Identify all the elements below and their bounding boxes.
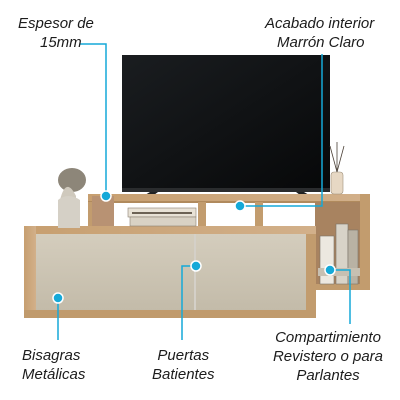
callout-acabado-dot — [234, 200, 246, 212]
callout-puertas-line2: Batientes — [152, 366, 215, 383]
callout-compartimiento-line1: Compartimiento — [275, 329, 381, 346]
callout-puertas-dot — [190, 260, 202, 272]
tv — [122, 55, 330, 198]
callout-puertas-label: Puertas Batientes — [152, 346, 215, 384]
callout-espesor-label: Espesor de 15mm — [18, 14, 94, 52]
callout-acabado-line2: Marrón Claro — [277, 34, 365, 51]
callout-compartimiento-dot — [324, 264, 336, 276]
callout-puertas-line1: Puertas — [157, 347, 210, 364]
callout-compartimiento-line2: Revistero o para — [272, 348, 384, 365]
vase-decor — [58, 168, 114, 228]
callout-acabado-line1: Acabado interior — [265, 15, 375, 32]
callout-compartimiento-line3: Parlantes — [296, 367, 360, 384]
tv-screen — [122, 55, 330, 190]
callout-compartimiento-connector — [330, 269, 351, 324]
right-door — [196, 234, 306, 310]
callout-bisagras-line2: Metálicas — [22, 366, 86, 383]
callout-espesor-line1: Espesor de — [18, 15, 94, 32]
callout-compartimiento-label: Compartimiento Revistero o para Parlante… — [270, 328, 386, 385]
callout-espesor-line2: 15mm — [40, 34, 82, 51]
callout-bisagras-line1: Bisagras — [22, 347, 81, 364]
books — [127, 207, 197, 227]
callout-acabado-connector — [240, 54, 323, 207]
diffuser — [329, 142, 345, 195]
lower-cabinet — [24, 226, 316, 318]
callout-bisagras-label: Bisagras Metálicas — [22, 346, 85, 384]
callout-acabado-label: Acabado interior Marrón Claro — [265, 14, 374, 52]
callout-espesor-dot — [100, 190, 112, 202]
callout-espesor-connector — [80, 43, 107, 196]
callout-bisagras-dot — [52, 292, 64, 304]
